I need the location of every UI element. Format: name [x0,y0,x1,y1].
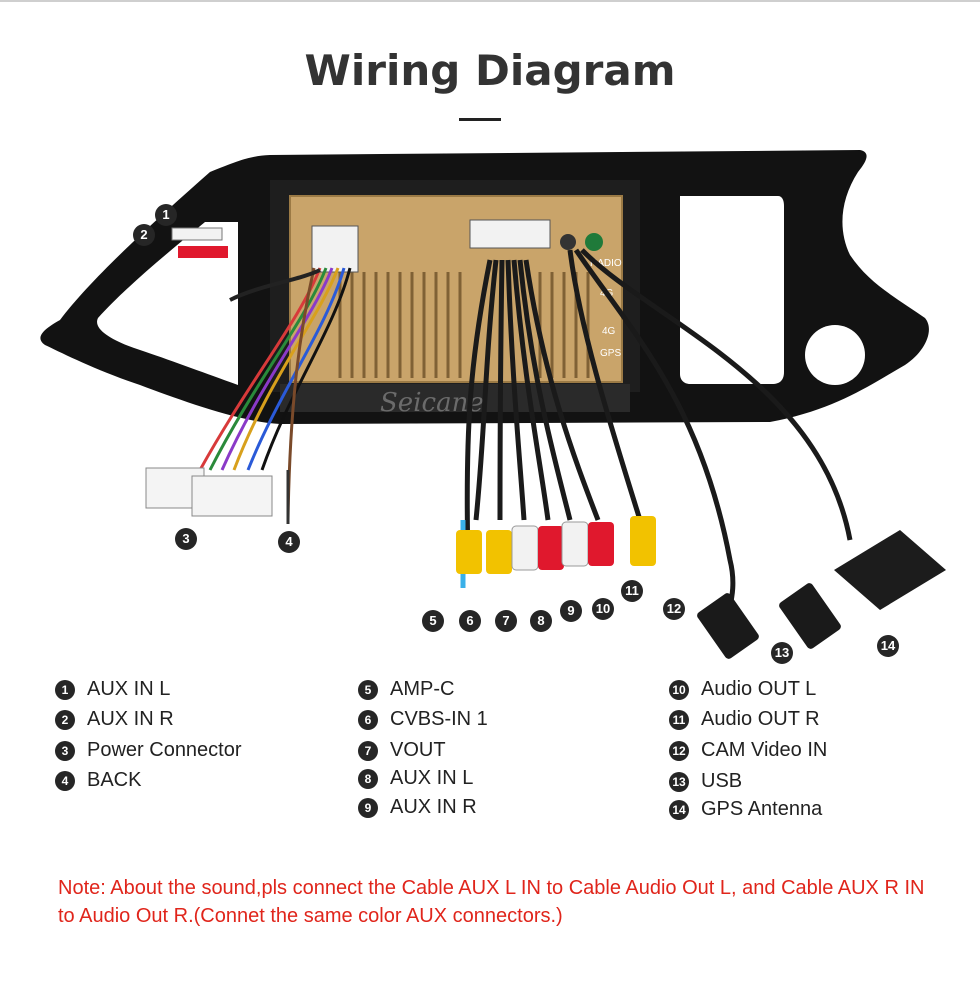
page-title: Wiring Diagram [304,46,676,95]
legend-label: CVBS-IN 1 [390,708,488,730]
callout-8: 8 [530,610,552,632]
legend-number: 14 [669,800,689,820]
title-underline [459,118,501,121]
callout-12: 12 [663,598,685,620]
power-wire-bundle [198,267,352,521]
legend-label: AUX IN L [87,678,171,700]
legend-label: Audio OUT L [701,678,817,700]
legend-number: 12 [669,741,689,761]
harness-plug [469,219,551,249]
legend-label: GPS Antenna [701,798,823,820]
callout-14: 14 [877,635,899,657]
callout-1: 1 [155,204,177,226]
callout-13: 13 [771,642,793,664]
gps-antenna [834,530,946,610]
brand-watermark: Seicane [380,388,484,418]
callout-3: 3 [175,528,197,550]
callout-5: 5 [422,610,444,632]
legend-label: USB [701,770,743,792]
4g-port-label-b: 4G [602,326,616,337]
head-unit-lower-bar [280,384,630,412]
sound-connection-note: Note: About the sound,pls connect the Ca… [58,877,925,927]
callout-11: 11 [621,580,643,602]
callout-4: 4 [278,531,300,553]
power-connector [145,467,273,517]
legend-label: Power Connector [87,739,242,761]
top-divider-line [0,0,980,2]
usb-cables [697,583,841,659]
bezel-left-opening [97,222,238,385]
bezel-round-hole [805,325,865,385]
legend-label: Audio OUT R [701,708,820,730]
legend-number: 1 [55,680,75,700]
gps-port-label: GPS [600,348,621,359]
legend-number: 9 [358,798,378,818]
legend-label: BACK [87,769,142,791]
callout-2: 2 [133,224,155,246]
legend-number: 7 [358,741,378,761]
legend-label: VOUT [390,739,446,761]
legend-number: 13 [669,772,689,792]
legend-label: AUX IN R [390,796,477,818]
legend-number: 8 [358,769,378,789]
callout-9: 9 [560,600,582,622]
callout-10: 10 [592,598,614,620]
wiring-illustration: Seicane RADIO 4G 4G GPS [40,150,946,659]
legend-label: AUX IN R [87,708,174,730]
legend-number: 10 [669,680,689,700]
aux-in-rca-top [171,227,321,302]
legend-number: 5 [358,680,378,700]
bezel-right-opening [680,196,784,384]
legend-number: 11 [669,710,689,730]
radio-port-label: RADIO [590,258,622,269]
legend-label: CAM Video IN [701,739,828,761]
legend-number: 4 [55,771,75,791]
legend-number: 6 [358,710,378,730]
gps-port [585,233,603,251]
callout-7: 7 [495,610,517,632]
callout-6: 6 [459,610,481,632]
legend-number: 3 [55,741,75,761]
radio-port [560,234,576,250]
power-plug [311,225,359,273]
rca-plugs [456,516,656,588]
legend-number: 2 [55,710,75,730]
legend-label: AUX IN L [390,767,474,789]
legend-label: AMP-C [390,678,455,700]
